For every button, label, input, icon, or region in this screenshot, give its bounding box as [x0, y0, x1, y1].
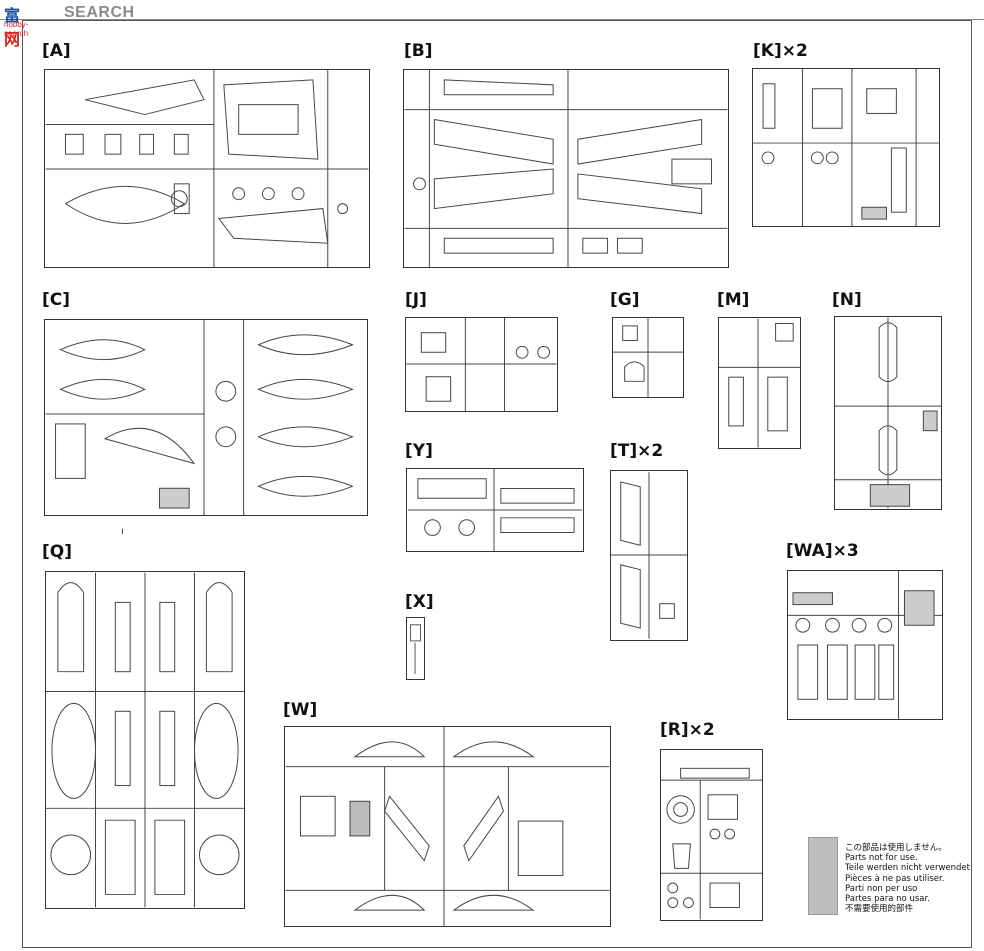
sprue-m	[718, 317, 801, 449]
sprue-label-q: [Q]	[42, 542, 72, 562]
sprue-label-m: [M]	[717, 290, 750, 310]
sprue-label-n: [N]	[832, 290, 862, 310]
sprue-label-a: [A]	[42, 41, 71, 61]
sprue-j	[405, 317, 558, 412]
sprue-label-b: [B]	[404, 41, 433, 61]
sprue-x	[406, 617, 425, 680]
stray-mark: ı	[121, 526, 124, 537]
sprue-label-c: [C]	[42, 290, 71, 310]
sprue-label-wa: [WA]×3	[786, 541, 859, 561]
sheet-frame	[22, 20, 972, 948]
header-rule	[0, 19, 984, 20]
sprue-r-drawing	[661, 767, 762, 920]
sprue-q-drawing	[46, 572, 244, 908]
sprue-wa-drawing	[788, 571, 942, 719]
sprue-t	[610, 470, 688, 641]
sprue-b	[403, 69, 729, 268]
sprue-label-g: [G]	[610, 290, 640, 310]
legend-line-fr: Pièces à ne pas utiliser.	[845, 873, 945, 884]
sprue-label-w: [W]	[283, 700, 318, 720]
sprue-label-x: [X]	[405, 592, 434, 612]
sprue-w	[284, 726, 611, 927]
legend-line-it: Parti non per uso	[845, 883, 918, 894]
sprue-m-drawing	[719, 318, 800, 448]
sprue-label-t: [T]×2	[610, 441, 664, 461]
sprue-r	[660, 749, 763, 921]
sprue-b-drawing	[404, 70, 728, 267]
sprue-label-k: [K]×2	[753, 41, 808, 61]
not-for-use-legend: この部品は使用しません。 Parts not for use. Teile we…	[845, 843, 970, 914]
sprue-n	[834, 316, 942, 510]
sprue-a	[44, 69, 370, 268]
sprue-y-drawing	[408, 469, 582, 551]
watermark-logo: 富网	[4, 6, 22, 49]
sprue-g-drawing	[613, 318, 683, 397]
legend-line-es: Partes para no usar.	[845, 894, 930, 905]
sprue-label-j: [J]	[405, 290, 427, 310]
sprue-c-drawing	[45, 320, 354, 515]
sprue-wa	[787, 570, 943, 720]
sprue-t-drawing	[611, 472, 687, 639]
sprue-q	[45, 571, 245, 909]
sprue-label-y: [Y]	[405, 441, 433, 461]
sprue-w-drawing	[285, 727, 610, 926]
sprue-x-drawing	[410, 624, 421, 674]
sprue-j-drawing	[406, 318, 557, 411]
sprue-k	[752, 68, 940, 227]
legend-line-de: Teile werden nicht verwendet	[845, 863, 970, 874]
legend-title: この部品は使用しません。	[845, 843, 947, 853]
sprue-c	[44, 319, 368, 516]
not-for-use-swatch	[808, 837, 838, 915]
watermark-search: SEARCH	[64, 4, 135, 21]
sprue-n-drawing	[835, 317, 941, 509]
sprue-a-drawing	[45, 70, 369, 267]
sprue-k-drawing	[753, 69, 939, 226]
watermark-subtext: hobby-search	[4, 20, 29, 38]
sprue-label-r: [R]×2	[660, 720, 715, 740]
legend-line-zh: 不需要使用的部件	[845, 904, 914, 915]
sprue-g	[612, 317, 684, 398]
sprue-y	[406, 468, 584, 552]
legend-line-en: Parts not for use.	[845, 853, 918, 864]
